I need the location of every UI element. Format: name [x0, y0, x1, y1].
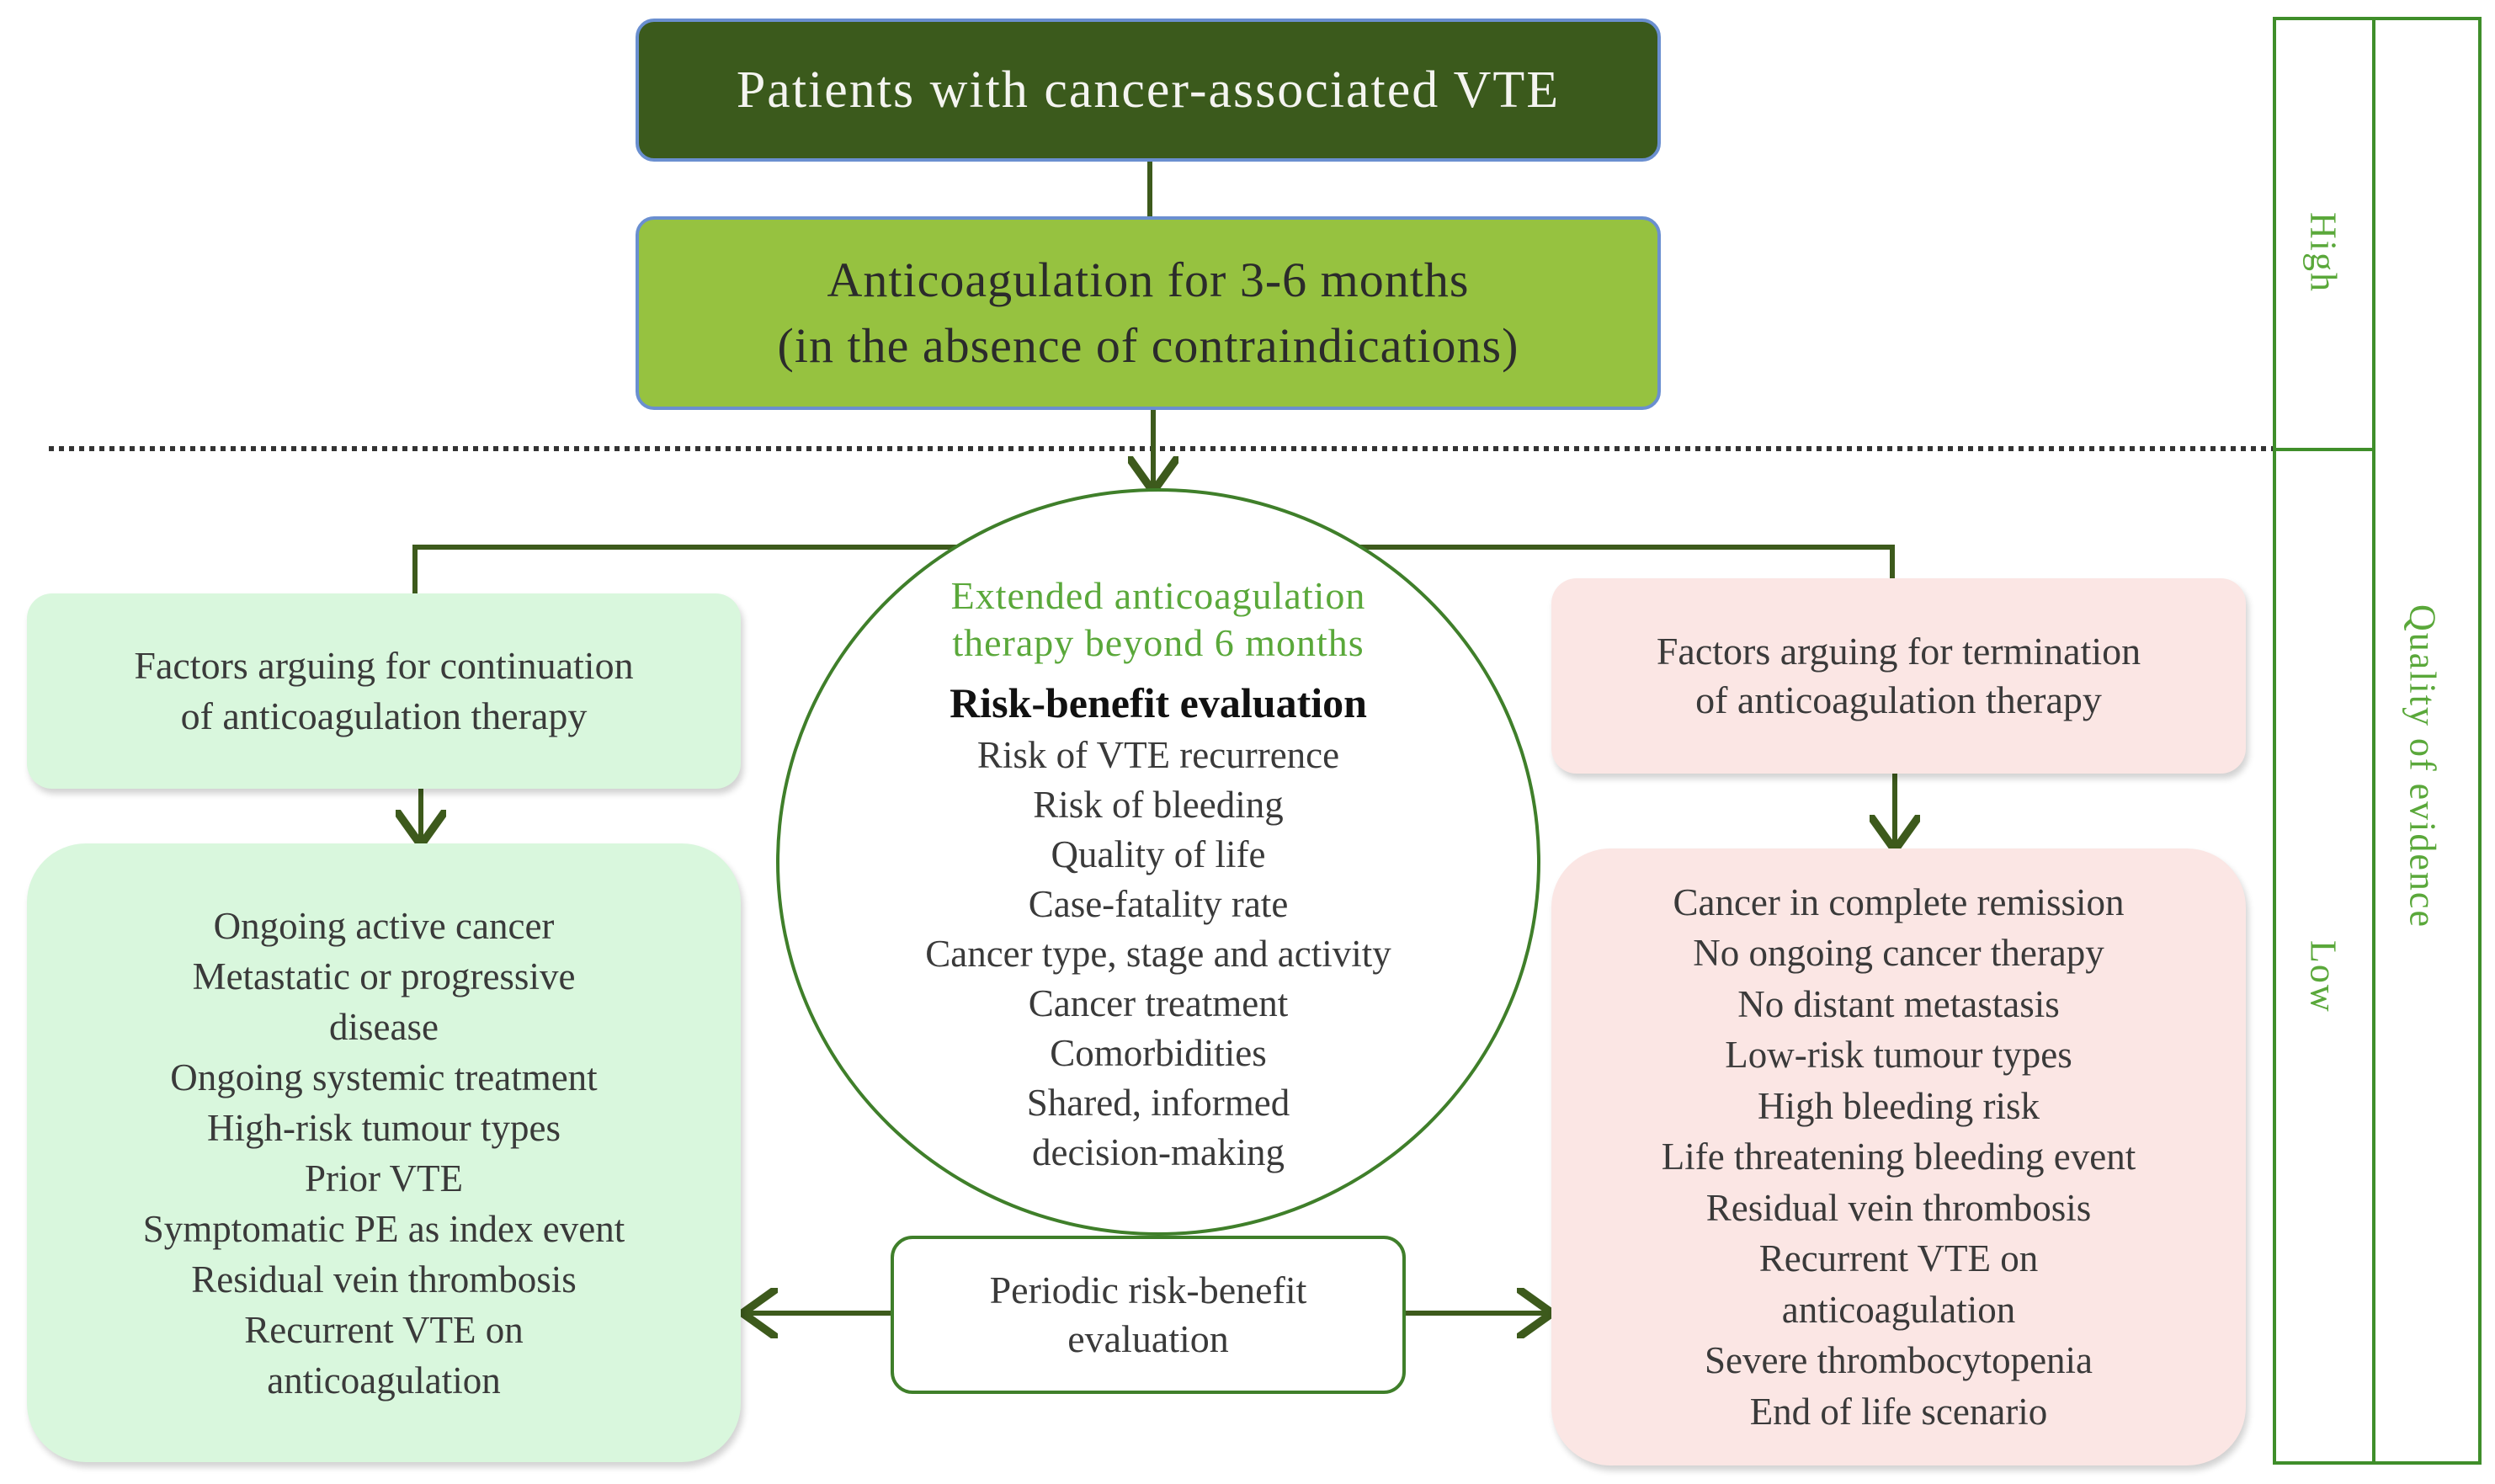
- list-item: Case-fatality rate: [1028, 883, 1289, 925]
- list-item: Cancer in complete remission: [1673, 880, 2125, 923]
- termination-factors-line-1: Factors arguing for termination: [1656, 630, 2141, 673]
- risk-benefit-heading: Risk-benefit evaluation: [950, 679, 1367, 726]
- list-item: Quality of life: [1051, 833, 1266, 875]
- periodic-evaluation-line-2: evaluation: [1067, 1317, 1229, 1360]
- termination-factors-line-2: of anticoagulation therapy: [1695, 678, 2102, 721]
- anticoagulation-line-1: Anticoagulation for 3-6 months: [827, 253, 1470, 307]
- continuation-factors-line-1: Factors arguing for continuation: [134, 644, 634, 687]
- continuation-factors-box: Factors arguing for continuation of anti…: [27, 593, 741, 789]
- list-item: End of life scenario: [1749, 1390, 2048, 1433]
- list-item: anticoagulation: [267, 1359, 501, 1402]
- list-item: Risk of bleeding: [1033, 784, 1284, 826]
- list-item: Recurrent VTE on: [244, 1308, 524, 1351]
- quality-high-label: High: [2302, 212, 2344, 293]
- quality-high-cell: High: [2296, 160, 2350, 345]
- quality-scale-level-separator: [2273, 448, 2374, 451]
- list-item: Metastatic or progressive: [192, 955, 576, 997]
- list-item: Cancer treatment: [1028, 982, 1289, 1024]
- list-item: Life threatening bleeding event: [1661, 1136, 2136, 1178]
- patients-box: Patients with cancer-associated VTE: [636, 19, 1661, 162]
- list-item: decision-making: [1032, 1131, 1285, 1173]
- list-item: Severe thrombocytopenia: [1704, 1339, 2093, 1382]
- list-item: No ongoing cancer therapy: [1693, 932, 2104, 975]
- list-item: anticoagulation: [1781, 1288, 2016, 1331]
- list-item: disease: [329, 1005, 439, 1048]
- quality-of-evidence-label: Quality of evidence: [2402, 604, 2444, 928]
- list-item: Prior VTE: [305, 1157, 463, 1199]
- periodic-evaluation-line-1: Periodic risk-benefit: [989, 1269, 1307, 1311]
- quality-low-cell: Low: [2296, 884, 2350, 1069]
- list-item: Shared, informed: [1026, 1082, 1290, 1124]
- termination-factors-list: Cancer in complete remission No ongoing …: [1551, 848, 2246, 1465]
- list-item: Recurrent VTE on: [1758, 1237, 2039, 1280]
- quality-of-evidence-scale: [2273, 17, 2482, 1465]
- list-item: Comorbidities: [1050, 1032, 1267, 1074]
- risk-benefit-content: Extended anticoagulation therapy beyond …: [776, 572, 1540, 1178]
- list-item: High bleeding risk: [1758, 1084, 2040, 1127]
- list-item: Risk of VTE recurrence: [976, 734, 1340, 776]
- quality-low-label: Low: [2302, 939, 2344, 1013]
- continuation-factors-list: Ongoing active cancer Metastatic or prog…: [27, 843, 741, 1462]
- list-item: Low-risk tumour types: [1725, 1034, 2072, 1077]
- list-item: High-risk tumour types: [207, 1106, 561, 1149]
- list-item: Cancer type, stage and activity: [925, 933, 1391, 975]
- periodic-evaluation-box: Periodic risk-benefit evaluation: [891, 1236, 1406, 1394]
- patients-box-text: Patients with cancer-associated VTE: [736, 61, 1561, 119]
- quality-scale-divider: [2372, 17, 2375, 1465]
- list-item: Residual vein thrombosis: [191, 1258, 577, 1300]
- list-item: Symptomatic PE as index event: [142, 1207, 625, 1250]
- continuation-factors-line-2: of anticoagulation therapy: [180, 694, 588, 737]
- list-item: Ongoing systemic treatment: [170, 1056, 598, 1098]
- extended-therapy-title-1: Extended anticoagulation: [950, 574, 1366, 617]
- list-item: Ongoing active cancer: [213, 904, 555, 947]
- anticoagulation-box: Anticoagulation for 3-6 months (in the a…: [636, 216, 1661, 410]
- extended-therapy-title-2: therapy beyond 6 months: [952, 621, 1365, 664]
- list-item: Residual vein thrombosis: [1705, 1186, 2092, 1229]
- risk-benefit-circle: [776, 488, 1540, 1236]
- list-item: No distant metastasis: [1737, 982, 2060, 1025]
- quality-title-cell: Quality of evidence: [2396, 471, 2450, 1061]
- termination-factors-box: Factors arguing for termination of antic…: [1551, 578, 2246, 774]
- anticoagulation-line-2: (in the absence of contraindications): [777, 318, 1519, 373]
